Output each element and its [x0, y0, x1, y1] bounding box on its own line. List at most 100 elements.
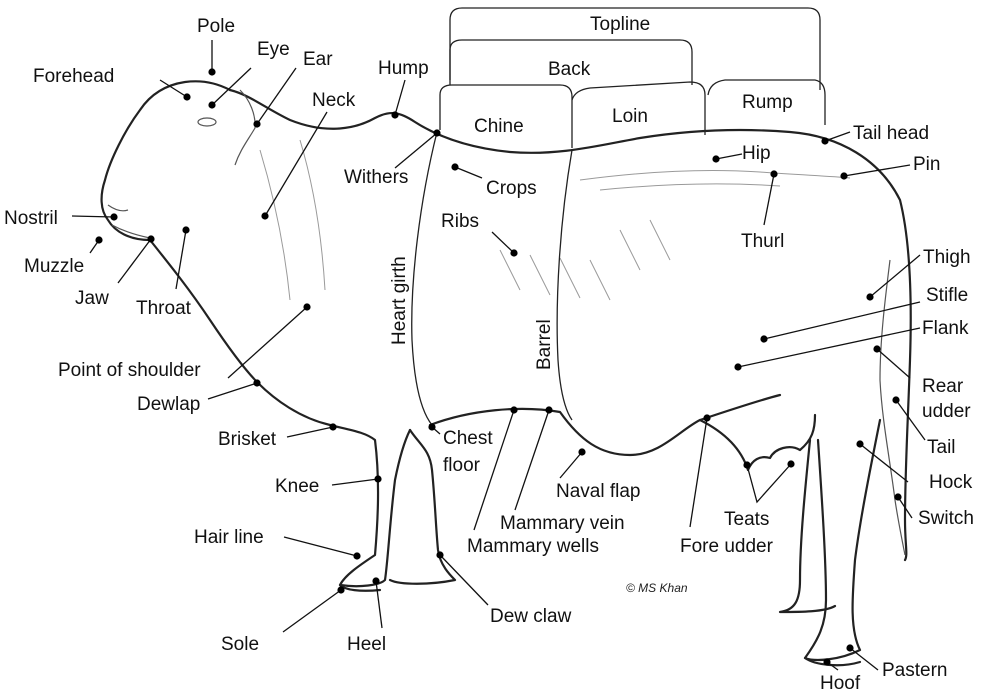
leader-ear: [257, 68, 296, 124]
label-barrel: Barrel: [534, 319, 555, 370]
label-dewlap: Dewlap: [137, 394, 200, 415]
label-brisket: Brisket: [218, 429, 277, 450]
leader-hair-line: [284, 537, 357, 556]
dot-neck: [261, 212, 268, 219]
leader-naval-flap: [560, 452, 582, 478]
label-pole: Pole: [197, 16, 235, 37]
dot-heel: [372, 577, 379, 584]
dot-eye: [208, 101, 215, 108]
label-throat: Throat: [136, 298, 192, 319]
dot-knee: [374, 475, 381, 482]
hip-shading: [580, 170, 850, 190]
leader-thigh: [870, 255, 920, 297]
label-teats: Teats: [724, 509, 769, 530]
label-forehead: Forehead: [33, 66, 114, 87]
leader-flank: [738, 328, 920, 367]
label-ear: Ear: [303, 49, 333, 70]
label-chine: Chine: [474, 116, 524, 137]
label-back: Back: [548, 59, 591, 80]
leader-tail: [896, 400, 925, 440]
leader-thurl: [764, 174, 774, 225]
dot-ribs: [510, 249, 517, 256]
leader-heel: [376, 581, 382, 628]
dot-chest-floor: [428, 423, 435, 430]
label-mammary-vein: Mammary vein: [500, 513, 625, 534]
dot-crops: [451, 163, 458, 170]
leader-brisket: [287, 427, 333, 437]
dot-hair-line: [353, 552, 360, 559]
label-ribs: Ribs: [441, 211, 479, 232]
rear-leg-right: [805, 420, 880, 660]
neck-shading: [260, 140, 325, 300]
rib-shading: [500, 220, 670, 300]
leader-sole: [283, 590, 341, 632]
dot-pin: [840, 172, 847, 179]
leader-mammary-vein: [515, 410, 549, 510]
label-thurl: Thurl: [741, 231, 784, 252]
copyright-notice: © MS Khan: [626, 581, 688, 595]
dot-tail: [892, 396, 899, 403]
marker-dots: [95, 68, 901, 665]
dot-jaw: [147, 235, 154, 242]
label-hoof: Hoof: [820, 673, 861, 694]
dot-ear: [253, 120, 260, 127]
label-nostril: Nostril: [4, 208, 58, 229]
label-tail-head: Tail head: [853, 123, 929, 144]
leader-hock: [860, 444, 908, 482]
dot-pole: [208, 68, 215, 75]
dot-switch: [894, 493, 901, 500]
label-jaw: Jaw: [75, 288, 109, 309]
leader-crops: [455, 167, 482, 178]
cow-illustration: [102, 81, 911, 665]
dot-mammary-vein: [545, 406, 552, 413]
label-chest-floor-2: floor: [443, 455, 481, 476]
dot-fore-udder: [703, 414, 710, 421]
leader-tail-head: [825, 132, 850, 141]
leader-dewlap: [208, 383, 257, 399]
leader-pin: [844, 165, 910, 176]
muzzle-sketch: [108, 205, 150, 238]
dot-hock: [856, 440, 863, 447]
dot-dew-claw: [436, 551, 443, 558]
leader-rear-udder: [877, 349, 910, 378]
udder-outline: [700, 415, 815, 470]
dot-dewlap: [253, 379, 260, 386]
dot-nostril: [110, 213, 117, 220]
leader-pastern: [850, 648, 878, 670]
dot-flank: [734, 363, 741, 370]
label-stifle: Stifle: [926, 285, 968, 306]
leader-fore-udder: [690, 418, 707, 527]
label-mammary-wells: Mammary wells: [467, 536, 599, 557]
dot-muzzle: [95, 236, 102, 243]
label-thigh: Thigh: [923, 247, 971, 268]
label-knee: Knee: [275, 476, 319, 497]
label-neck: Neck: [312, 90, 356, 111]
leader-jaw: [118, 239, 151, 283]
label-withers: Withers: [344, 167, 408, 188]
leader-hip: [716, 154, 742, 159]
dot-withers: [433, 129, 440, 136]
label-rump: Rump: [742, 92, 793, 113]
dot-sole: [337, 586, 344, 593]
eye-sketch: [198, 118, 216, 126]
label-sole: Sole: [221, 634, 259, 655]
dot-thurl: [770, 170, 777, 177]
label-hock: Hock: [929, 472, 973, 493]
barrel-line: [557, 150, 572, 420]
dot-hump: [391, 111, 398, 118]
label-hair-line: Hair line: [194, 527, 264, 548]
dot-brisket: [329, 423, 336, 430]
label-hip: Hip: [742, 143, 771, 164]
dot-point-of-shoulder: [303, 303, 310, 310]
front-leg-right: [330, 425, 410, 586]
dot-tail-head: [821, 137, 828, 144]
heart-girth-line: [412, 132, 437, 425]
leader-teats: [747, 464, 791, 502]
dot-mammary-wells: [510, 406, 517, 413]
leader-point-of-shoulder: [228, 307, 307, 378]
leader-eye: [212, 68, 251, 105]
label-heel: Heel: [347, 634, 386, 655]
leader-hump: [395, 80, 405, 115]
